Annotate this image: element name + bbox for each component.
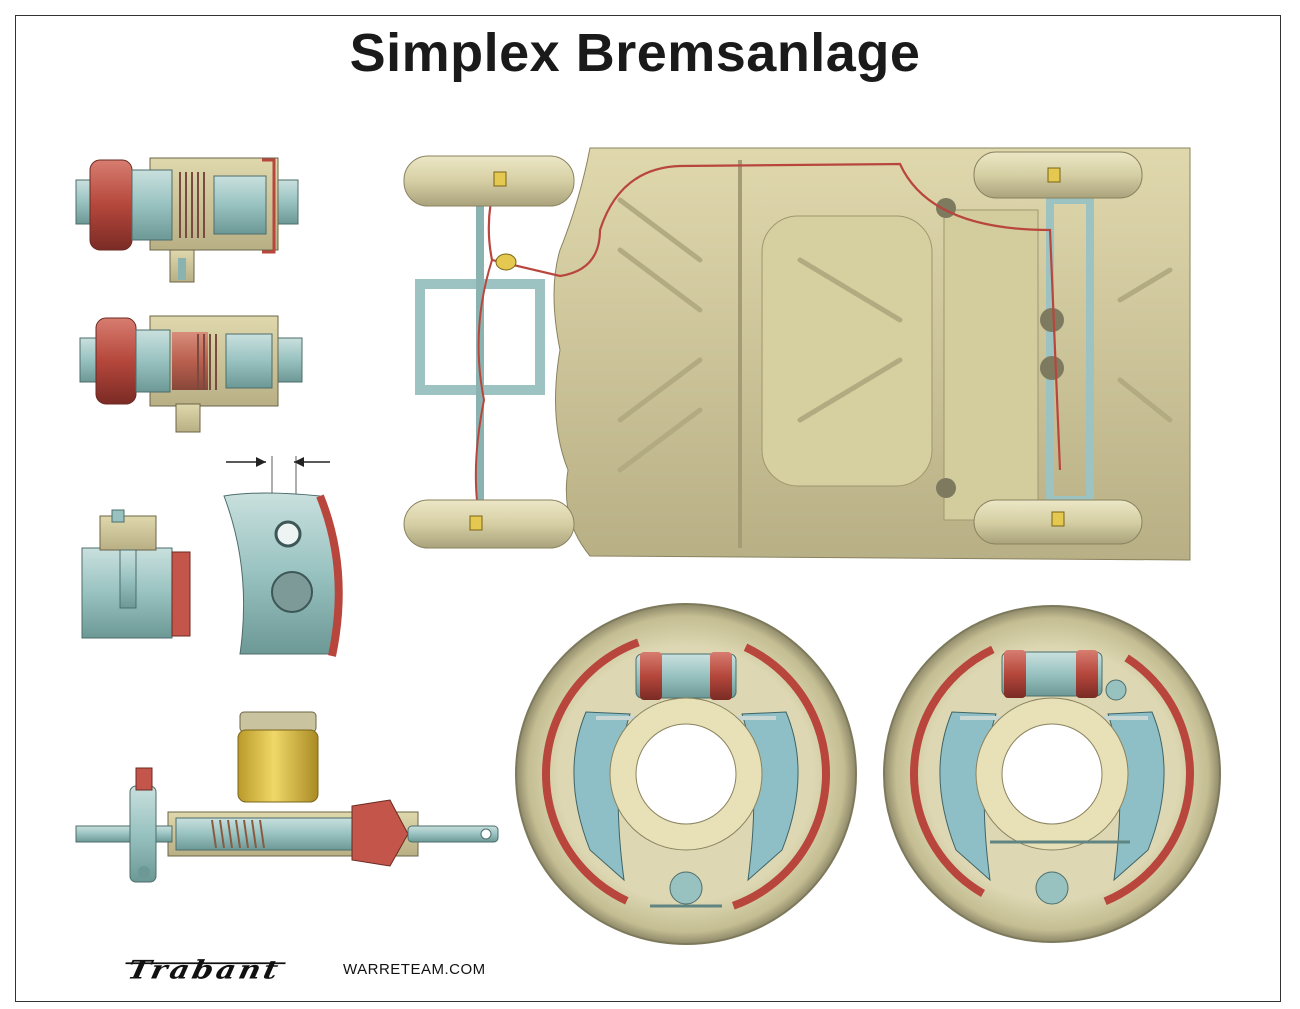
wheel-cylinder-section-lower	[79, 315, 303, 433]
website-label: WARRETEAM.COM	[343, 961, 486, 978]
master-cylinder	[75, 711, 499, 883]
wheel-cylinder-section-upper	[75, 157, 299, 283]
brake-drum-assembly-left	[515, 603, 857, 945]
shoe-adjuster-detail	[223, 456, 343, 657]
rear-right-wheel	[973, 499, 1143, 545]
front-left-wheel	[403, 155, 575, 207]
page-title: Simplex Bremsanlage	[349, 23, 921, 83]
bleed-valve-detail	[81, 509, 191, 639]
rear-left-wheel	[973, 151, 1143, 199]
brake-drum-assembly-right	[883, 605, 1221, 943]
front-right-wheel	[403, 499, 575, 549]
trabant-logo: Trabant	[124, 955, 284, 986]
chassis-floorpan	[415, 147, 1191, 561]
